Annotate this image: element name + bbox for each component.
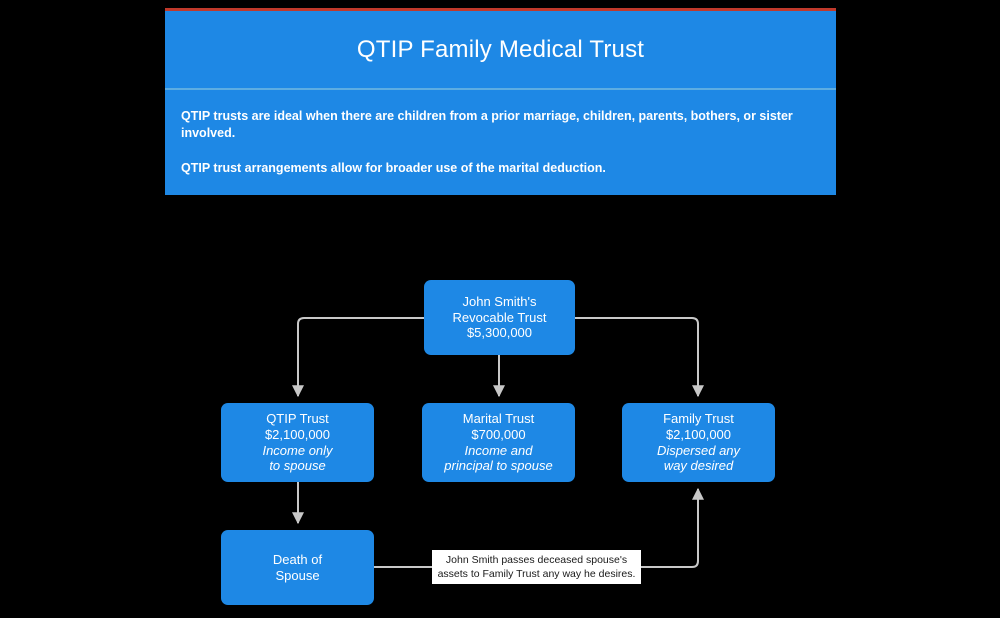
node-death-of-spouse[interactable]: Death of Spouse — [221, 530, 374, 605]
node-family-trust[interactable]: Family Trust $2,100,000 Dispersed any wa… — [622, 403, 775, 482]
info-card: QTIP Family Medical Trust QTIP trusts ar… — [165, 8, 836, 195]
info-paragraph-1: QTIP trusts are ideal when there are chi… — [181, 109, 793, 140]
node-marital-trust[interactable]: Marital Trust $700,000 Income and princi… — [422, 403, 575, 482]
node-revocable-trust[interactable]: John Smith's Revocable Trust $5,300,000 — [424, 280, 575, 355]
info-paragraph-2: QTIP trust arrangements allow for broade… — [181, 160, 606, 175]
node-qtip-trust[interactable]: QTIP Trust $2,100,000 Income only to spo… — [221, 403, 374, 482]
node-line: Dispersed any — [656, 442, 741, 458]
edge-death-to-family — [374, 487, 704, 568]
node-line: John Smith's — [462, 293, 537, 309]
node-line: Income and — [464, 442, 533, 458]
node-line: Income only — [262, 442, 333, 458]
node-line: QTIP Trust — [266, 410, 329, 426]
node-line: Spouse — [275, 567, 320, 583]
node-line: Marital Trust — [462, 410, 535, 426]
node-amount: $2,100,000 — [665, 426, 732, 442]
node-amount: $2,100,000 — [264, 426, 331, 442]
node-line: to spouse — [269, 458, 326, 474]
edge-root-to-family — [575, 317, 704, 398]
info-card-body: QTIP trusts are ideal when there are chi… — [165, 90, 836, 177]
node-line: Death of — [272, 551, 323, 567]
node-amount: $5,300,000 — [466, 325, 533, 341]
edge-label-death-to-family: John Smith passes deceased spouse's asse… — [432, 550, 641, 585]
edge-root-to-qtip — [292, 317, 424, 398]
node-line: principal to spouse — [444, 458, 553, 474]
node-line: Family Trust — [663, 410, 734, 426]
node-line: way desired — [663, 458, 734, 474]
node-line: Revocable Trust — [452, 309, 547, 325]
info-card-header: QTIP Family Medical Trust — [165, 11, 836, 90]
node-amount: $700,000 — [471, 426, 526, 442]
page-title: QTIP Family Medical Trust — [356, 35, 645, 63]
